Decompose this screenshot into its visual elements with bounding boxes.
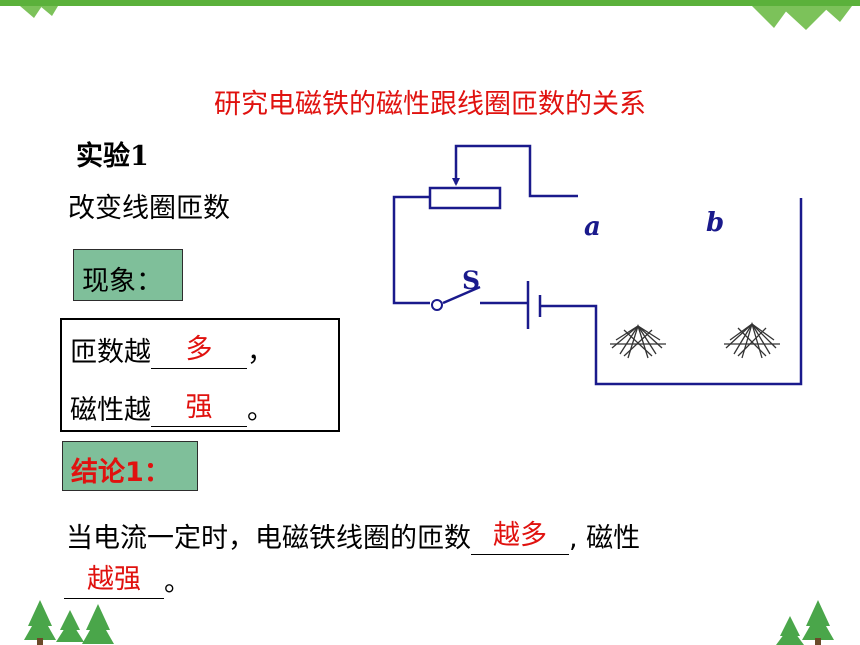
slider-wire xyxy=(454,144,578,198)
slider-arrow-icon xyxy=(452,178,460,186)
coil-b-label: b xyxy=(706,208,725,238)
conclusion-blank-1: 越多 xyxy=(471,520,569,555)
conclusion-blank-2: 越强 xyxy=(64,564,164,599)
page-title: 研究电磁铁的磁性跟线圈匝数的关系 xyxy=(214,89,646,120)
observation-answer-1: 多 xyxy=(185,334,213,365)
iron-filings-b-icon xyxy=(724,321,780,359)
experiment-action: 改变线圈匝数 xyxy=(68,193,230,224)
tree-decor-left xyxy=(24,600,114,645)
conclusion-label: 结论1： xyxy=(71,457,171,488)
phenomenon-label: 现象： xyxy=(82,266,163,297)
conclusion-label-box: 结论1： xyxy=(62,441,198,491)
observation-line2-prefix: 磁性越 xyxy=(70,395,151,426)
observation-line2-suffix: 。 xyxy=(247,395,274,426)
rheostat-resistor xyxy=(428,186,502,210)
leaf-decor-left xyxy=(20,6,58,18)
observation-line1-blank: 多 xyxy=(151,334,247,369)
observation-answer-2: 强 xyxy=(185,392,213,423)
conclusion-text-middle: , 磁性 xyxy=(569,523,641,554)
conclusion-line-1: 当电流一定时，电磁铁线圈的匝数越多 , 磁性 xyxy=(66,516,640,555)
left-wire xyxy=(392,195,430,305)
switch-label: S xyxy=(462,266,481,295)
conclusion-line-2: 越强。 xyxy=(64,560,191,599)
observation-line2-blank: 强 xyxy=(151,392,247,427)
circuit-diagram xyxy=(392,144,803,386)
observation-line1-suffix: ， xyxy=(247,337,274,368)
switch-contact-icon xyxy=(431,299,443,311)
observation-line-1: 匝数越 多 ， xyxy=(70,330,274,369)
observation-box: 匝数越 多 ， 磁性越 强 。 xyxy=(60,318,340,432)
conclusion-text-end: 。 xyxy=(164,567,191,598)
conclusion-answer-1: 越多 xyxy=(493,520,547,551)
conclusion-text-prefix: 当电流一定时，电磁铁线圈的匝数 xyxy=(66,523,471,554)
conclusion-answer-2: 越强 xyxy=(87,564,141,595)
leaf-decor-right xyxy=(752,6,852,30)
experiment-label: 实验1 xyxy=(76,141,149,172)
switch-lever xyxy=(442,285,481,305)
phenomenon-label-box: 现象： xyxy=(73,249,183,301)
right-wire xyxy=(540,198,803,386)
tree-decor-right xyxy=(776,600,834,645)
iron-filings-a-icon xyxy=(610,323,666,359)
coil-a-label: a xyxy=(584,212,601,242)
observation-line-2: 磁性越 强 。 xyxy=(70,388,274,427)
observation-line1-prefix: 匝数越 xyxy=(70,337,151,368)
top-decor-bar xyxy=(0,0,860,6)
